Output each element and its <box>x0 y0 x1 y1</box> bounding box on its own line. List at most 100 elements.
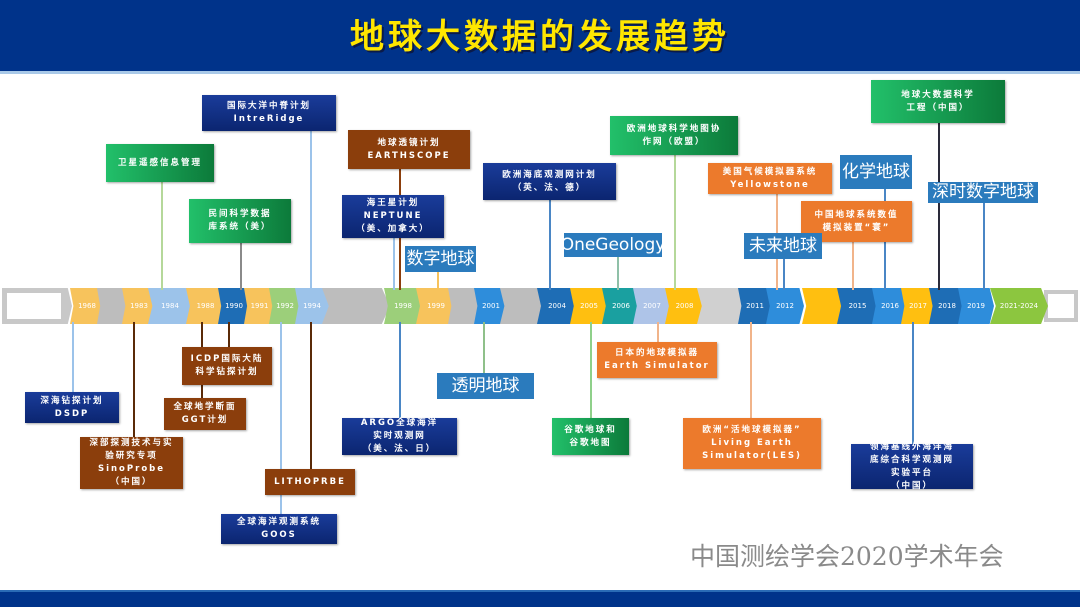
timeline-segment-2018: 2018 <box>929 288 965 324</box>
milestone-card-earth-simulator: 日本的地球模拟器 Earth Simulator <box>597 342 717 378</box>
timeline-segment-1990: 1990 <box>218 288 250 324</box>
timeline-segment-2017: 2017 <box>901 288 935 324</box>
milestone-card-transparent-earth: 透明地球 <box>437 373 534 399</box>
connector-line <box>310 131 312 290</box>
page-title: 地球大数据的发展趋势 <box>350 17 730 57</box>
timeline-segment-1998: 1998 <box>384 288 422 324</box>
timeline-segment-2012: 2012 <box>766 288 804 324</box>
card-text-line: IntreRidge <box>233 114 305 124</box>
timeline-segment <box>697 288 745 324</box>
card-text-line: 实验平台 <box>890 467 933 478</box>
milestone-card-future-earth: 未来地球 <box>744 233 822 259</box>
conference-footer-text: 中国测绘学会2020学术年会 <box>690 542 1004 571</box>
card-text-line: 欧洲“活地球模拟器” <box>702 425 802 435</box>
card-text-line: 谷歌地图 <box>569 437 612 448</box>
timeline-segment-1991: 1991 <box>244 288 275 324</box>
card-text-line: GOOS <box>261 530 297 540</box>
card-text-line: 工程（中国） <box>906 102 970 113</box>
card-text-line: EARTHSCOPE <box>367 150 451 161</box>
timeline-segment-1988: 1988 <box>186 288 225 324</box>
card-text-line: 欧洲地球科学地图协 <box>626 123 722 134</box>
card-text-line: GGT计划 <box>181 415 229 425</box>
milestone-card-citizen: 民间科学数据库系统（美） <box>189 199 291 243</box>
card-text-line: 全球地学断面 <box>173 402 237 412</box>
connector-line <box>590 322 592 418</box>
connector-line <box>161 182 163 290</box>
connector-line <box>310 322 312 469</box>
year-label: 1990 <box>225 302 243 310</box>
card-text-line: 化学地球 <box>842 161 910 182</box>
card-text-line: （英、法、德） <box>512 182 587 193</box>
timeline-segment-2004: 2004 <box>537 288 577 324</box>
card-text-line: 地球透镜计划 <box>377 137 441 148</box>
timeline-segment-1994: 1994 <box>295 288 329 324</box>
card-text-line: 深时数字地球 <box>932 182 1034 202</box>
milestone-card-digital-earth: 数字地球 <box>405 246 476 272</box>
milestone-card-chem-earth: 化学地球 <box>840 155 912 189</box>
year-label: 1984 <box>161 302 179 310</box>
connector-line <box>657 322 659 342</box>
card-text-line: （美、加拿大） <box>356 224 430 234</box>
connector-line <box>483 322 485 373</box>
card-text-line: NEPTUNE <box>363 211 423 221</box>
year-label: 1968 <box>78 302 96 310</box>
header-bar: 地球大数据的发展趋势 <box>0 0 1080 74</box>
footer-bar <box>0 590 1080 607</box>
card-text-line: DSDP <box>54 408 90 419</box>
card-text-line: 谷歌地球和 <box>564 424 617 435</box>
year-label: 2004 <box>548 302 566 310</box>
card-text-line: 海王星计划 <box>366 198 420 208</box>
connector-line <box>983 203 985 290</box>
card-text-line: 未来地球 <box>749 235 817 256</box>
card-text-line: 卫星遥感信息管理 <box>117 157 202 168</box>
card-text-line: 国际大洋中脊计划 <box>226 101 311 111</box>
card-text-line: 欧洲海底观测网计划 <box>502 169 597 180</box>
milestone-card-ggt: 全球地学断面 GGT计划 <box>164 398 246 430</box>
timeline-segment-2005: 2005 <box>570 288 608 324</box>
milestone-card-google: 谷歌地球和谷歌地图 <box>552 418 629 455</box>
timeline-segment-2021-2024: 2021-2024 <box>990 288 1048 324</box>
year-label: 2008 <box>675 302 694 310</box>
connector-line <box>393 238 395 290</box>
year-label: 1991 <box>250 302 269 310</box>
timeline-start-cap <box>7 293 61 319</box>
card-text-line: 中国地球系统数值 <box>814 209 899 220</box>
card-text-line: SinoProbe <box>97 464 166 474</box>
card-text-line: 美国气候模拟器系统 <box>722 166 818 177</box>
year-label: 2021-2024 <box>999 302 1039 310</box>
timeline-segment <box>802 288 844 324</box>
connector-line <box>549 200 551 290</box>
connector-line <box>912 322 914 444</box>
timeline-segment <box>500 288 544 324</box>
connector-line <box>783 259 785 290</box>
card-text-line: 地球大数据科学 <box>901 89 975 100</box>
year-label: 2016 <box>881 302 899 310</box>
card-text-line: 作网（欧盟） <box>642 136 706 147</box>
connector-line <box>399 322 401 418</box>
card-text-line: 全球海洋观测系统 <box>236 517 321 527</box>
milestone-card-earthscope: 地球透镜计划 EARTHSCOPE <box>348 130 470 169</box>
card-text-line: 科学钻探计划 <box>195 367 259 377</box>
connector-line <box>280 322 282 514</box>
card-text-line: Simulator(LES) <box>702 451 802 461</box>
connector-line <box>938 123 940 290</box>
milestone-card-china-ocean: 领海基线外海洋海底综合科学观测网实验平台（中国） <box>851 442 973 491</box>
year-label: 1983 <box>130 302 148 310</box>
card-text-line: 日本的地球模拟器 <box>614 348 699 358</box>
connector-line <box>437 272 439 290</box>
card-text-line: 底综合科学观测网 <box>869 454 954 465</box>
connector-line <box>674 155 676 290</box>
card-text-line: 民间科学数据 <box>208 209 272 219</box>
timeline-segment-1992: 1992 <box>269 288 301 324</box>
year-label: 2006 <box>612 302 630 310</box>
milestone-card-eu-earth-sci: 欧洲地球科学地图协作网（欧盟） <box>610 116 738 155</box>
timeline-segment-2008: 2008 <box>665 288 704 324</box>
card-text-line: LITHOPRBE <box>274 476 346 487</box>
timeline-segment-2019: 2019 <box>958 288 994 324</box>
card-text-line: Earth Simulator <box>604 361 710 371</box>
year-label: 1992 <box>276 302 294 310</box>
